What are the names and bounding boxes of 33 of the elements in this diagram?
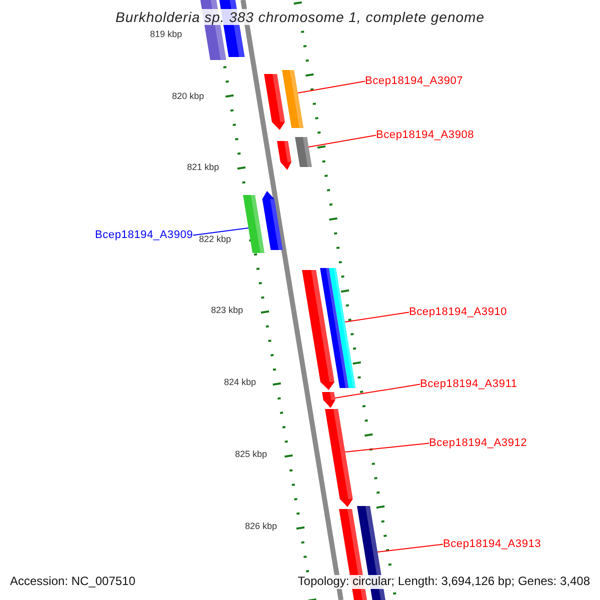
gene-bar <box>264 74 285 130</box>
gene-label: Bcep18194_A3911 <box>420 378 518 391</box>
scale-label: 822 kbp <box>199 234 232 244</box>
leader-line <box>297 80 366 94</box>
gene-label: Bcep18194_A3907 <box>365 75 464 88</box>
scale-label: 821 kbp <box>187 162 220 172</box>
gene-bar <box>262 191 283 250</box>
scale-label: 819 kbp <box>150 29 182 40</box>
gene-bar <box>322 392 336 408</box>
leader-line <box>377 544 444 552</box>
leader-line <box>192 228 249 236</box>
scale-label: 823 kbp <box>211 305 244 316</box>
leader-line <box>344 442 430 452</box>
gene-label: Bcep18194_A3909 <box>95 229 194 242</box>
gene-label: Bcep18194_A3913 <box>443 538 542 551</box>
scale-label: 824 kbp <box>224 377 256 388</box>
accession-text: Accession: NC_007510 <box>8 575 138 589</box>
gene-bar <box>325 409 353 507</box>
gene-bar <box>295 137 312 167</box>
scale-label: 820 kbp <box>172 91 204 102</box>
leader-line <box>334 384 420 398</box>
gene-label: Bcep18194_A3910 <box>409 306 508 319</box>
gene-bar <box>282 70 304 128</box>
scale-label: 825 kbp <box>235 449 268 460</box>
gene-bar <box>277 141 292 170</box>
scale-label: 826 kbp <box>245 521 278 532</box>
gene-bar <box>320 268 349 388</box>
leader-line <box>308 134 376 148</box>
gene-label: Bcep18194_A3912 <box>429 437 528 450</box>
gene-label: Bcep18194_A3908 <box>376 129 474 142</box>
gene-bar <box>329 268 356 388</box>
gene-bar <box>243 195 264 253</box>
gene-bar <box>302 270 334 390</box>
